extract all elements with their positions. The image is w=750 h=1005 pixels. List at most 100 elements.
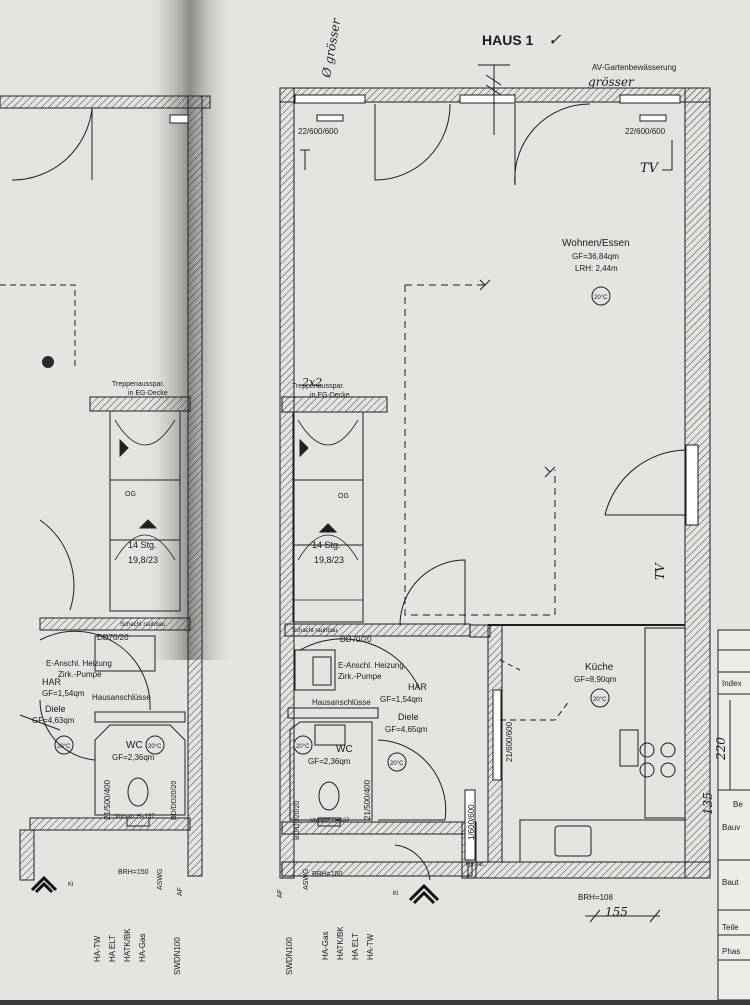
room-area-wohnen: GF=36,84qm <box>572 252 619 261</box>
left-conduit-labels: HA-TW HA ELT HATK/BK HA-Gas SWDN100 <box>93 928 182 975</box>
room-area-har: GF=1,54qm <box>380 695 423 704</box>
stair-steps: 14 Stg. <box>312 540 341 550</box>
room-name-wohnen: Wohnen/Essen <box>562 238 630 249</box>
room-name-har: HAR <box>408 682 428 692</box>
marker-ki: Kl <box>393 891 398 897</box>
left-conduit-label: HA-Gas <box>138 934 147 962</box>
left-room-name-diele: Diele <box>45 704 66 714</box>
anschluss-2: Zirk.-Pumpe <box>338 672 382 681</box>
entry-arrow-left <box>30 875 58 894</box>
side-phas: Phas <box>722 947 740 956</box>
left-room-temp-wc: 20°C <box>148 744 162 750</box>
room-temp-wc: 20°C <box>296 744 310 750</box>
room-name-wc: WC <box>336 744 353 755</box>
left-anschluss-1: E-Anschl. Heizung <box>46 659 112 668</box>
side-title-block <box>717 629 750 1001</box>
wall-south <box>467 861 711 879</box>
left-wc-small-label: BD/DD20/20 <box>171 781 178 820</box>
stair-ratio: 19,8/23 <box>314 555 344 565</box>
room-height-wohnen: LRH: 2,44m <box>575 264 618 273</box>
anschluss-1: E-Anschl. Heizung <box>338 661 404 670</box>
stair-opening: Treppenausspar. <box>292 383 344 390</box>
left-room-name-har: HAR <box>42 677 62 687</box>
dd-label: DD70/20 <box>340 635 372 644</box>
drawing-title: HAUS 1 <box>482 32 534 48</box>
conduit-label: HA-Gas <box>321 932 330 960</box>
room-temp-diele: 20°C <box>390 761 404 767</box>
title-mark: ✓ <box>548 30 562 49</box>
room-area-kueche: GF=8,90qm <box>574 675 617 684</box>
left-stair-og: OG <box>125 491 136 498</box>
hand-note-side-b: 135 <box>701 792 715 815</box>
dimension-value: 155 <box>605 905 628 919</box>
left-room-area-wc: GF=2,36qm <box>112 753 155 762</box>
conduit-label: SWDN100 <box>285 937 294 975</box>
left-schacht-label: Schacht rauhbau <box>120 622 165 628</box>
left-stair-steps: 14 Stg. <box>128 540 157 550</box>
marker-asws: ASWG <box>303 869 310 890</box>
left-conduit-label: HA ELT <box>108 935 117 962</box>
left-vorsatz-label: Vorsatz H=137 <box>115 814 155 820</box>
left-marker-ki: Kl <box>68 882 73 888</box>
left-marker-af: AF <box>177 887 184 896</box>
room-temp-wohnen: 20°C <box>594 295 608 301</box>
brh108-label: BRH=108 <box>578 893 613 902</box>
hausanschluesse-label: Hausanschlüsse <box>312 698 371 707</box>
hand-note-tv: TV <box>640 161 660 176</box>
stair-og: OG <box>338 493 349 500</box>
side-bauv: Bauv <box>722 823 740 832</box>
hand-note-stair: 2x2 <box>301 376 322 389</box>
left-room-temp-diele: 20°C <box>57 744 71 750</box>
left-room-area-har: GF=1,54qm <box>42 689 85 698</box>
left-room-name-wc: WC <box>126 740 143 751</box>
side-teile: Teile <box>722 923 739 932</box>
window-label-right: 22/600/600 <box>625 127 666 136</box>
left-dd-label: DD70/20 <box>97 633 129 642</box>
left-wc-window-label: 21/500/400 <box>103 779 112 820</box>
left-hausanschluesse-label: Hausanschlüsse <box>92 693 151 702</box>
kitchen-window-label: 21/600/600 <box>505 721 514 762</box>
left-stair-opening: Treppenausspar. <box>112 381 164 388</box>
conduit-label: HATK/BK <box>336 926 345 960</box>
left-stair-ratio: 19,8/23 <box>128 555 158 565</box>
room-name-diele: Diele <box>398 712 419 722</box>
schacht-label: Schacht rauhbau <box>292 628 337 634</box>
left-brh-label: BRH=150 <box>118 869 149 876</box>
entry-arrow-main <box>408 883 440 905</box>
room-temp-kueche: 20°C <box>593 697 607 703</box>
window-label-left: 22/600/600 <box>298 127 339 136</box>
left-conduit-label: HATK/BK <box>123 928 132 962</box>
hand-note-side-a: 220 <box>714 737 728 761</box>
wc-window-label: 21/500/400 <box>363 779 372 820</box>
room-area-wc: GF=2,36qm <box>308 757 351 766</box>
annotation-garden: AV-Gartenbewässerung <box>592 63 676 72</box>
left-conduit-label: HA-TW <box>93 935 102 962</box>
conduit-label: HA-TW <box>366 933 375 960</box>
vorsatz-label: Vorsatz H=137 <box>310 818 350 824</box>
left-house <box>0 95 211 881</box>
left-room-area-diele: GF=4,63qm <box>32 716 75 725</box>
room-name-kueche: Küche <box>585 662 614 673</box>
punch-hole <box>42 356 54 368</box>
side-be: Be <box>733 800 743 809</box>
kitchen-door-label: 1/600/600 <box>467 804 476 840</box>
side-baut: Baut <box>722 878 739 887</box>
side-index: Index <box>722 679 742 688</box>
hand-note-tv2: TV <box>653 562 667 580</box>
conduit-label: HA ELT <box>351 933 360 960</box>
stair-opening-2: in EG-Decke <box>310 392 350 399</box>
hand-note-top-right: grösser <box>588 75 635 89</box>
conduit-labels: SWDN100 HA-Gas HATK/BK HA ELT HA-TW <box>285 926 375 975</box>
left-stair-opening-2: in EG-Decke <box>128 390 168 397</box>
main-house <box>279 64 711 881</box>
hsnr-label: Hs.-Nr. <box>466 862 485 868</box>
left-anschluss-2: Zirk.-Pumpe <box>58 670 102 679</box>
marker-af: AF <box>277 889 284 898</box>
wall-west <box>279 87 295 879</box>
left-conduit-label: SWDN100 <box>173 937 182 975</box>
left-marker-asws: ASWG <box>157 869 164 890</box>
wc-small-label: BD/DD20/20 <box>294 801 301 840</box>
room-area-diele: GF=4,65qm <box>385 725 428 734</box>
